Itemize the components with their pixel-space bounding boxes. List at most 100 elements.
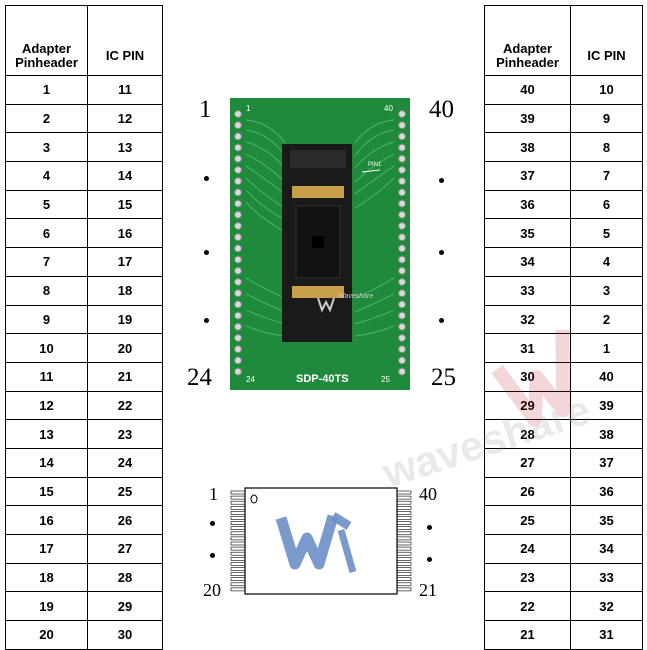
pin-hole <box>234 110 242 118</box>
right-header-adapter: Adapter Pinheader <box>484 5 571 76</box>
left-ic-pin-cell: 16 <box>87 218 163 249</box>
right-adapter-pin-cell: 30 <box>484 361 571 392</box>
chip-label-1: 1 <box>209 484 218 504</box>
chip-lead <box>396 490 412 495</box>
left-adapter-pin-cell: 4 <box>5 161 88 191</box>
adapter-label-40: 40 <box>429 96 454 123</box>
left-adapter-pin-cell: 14 <box>5 447 88 478</box>
right-ic-pin-cell: 4 <box>570 247 643 277</box>
pin-hole <box>234 300 242 309</box>
left-ic-pin-cell: 28 <box>87 562 163 593</box>
chip-lead <box>230 495 246 500</box>
socket-contacts <box>292 286 344 298</box>
pin-hole <box>234 356 242 365</box>
left-adapter-pin-cell: 6 <box>5 218 88 249</box>
right-adapter-pin-cell: 38 <box>484 132 571 163</box>
chip-lead <box>230 551 246 556</box>
pin-hole <box>234 322 242 331</box>
pin-hole <box>234 132 242 141</box>
right-adapter-pin-cell: 25 <box>484 505 571 535</box>
pin-hole <box>234 311 242 320</box>
pin-hole <box>234 199 242 208</box>
pin-hole <box>234 255 242 264</box>
chip-lead <box>396 511 412 515</box>
pin-hole <box>398 233 406 242</box>
right-adapter-pin-cell: 31 <box>484 333 571 363</box>
pcb-pin25-label: 25 <box>381 375 390 384</box>
chip-lead <box>230 582 246 587</box>
chip-lead <box>230 526 246 531</box>
left-adapter-pin-cell: 3 <box>5 132 88 163</box>
pin-hole <box>398 222 406 230</box>
pin-header-rows <box>234 110 406 376</box>
ellipsis-dot <box>204 250 209 255</box>
chip-lead <box>396 526 412 531</box>
left-ic-pin-cell: 15 <box>87 189 163 220</box>
adapter-board: PIN1 Waveshare 1 40 24 25 SDP-40TS <box>230 98 410 390</box>
pin-hole <box>234 244 242 253</box>
chip-lead <box>230 562 246 566</box>
adapter-label-24: 24 <box>187 364 212 391</box>
right-ic-pin-cell: 7 <box>570 161 643 191</box>
right-ic-pin-cell: 38 <box>570 419 643 449</box>
ellipsis-dot <box>439 318 444 323</box>
pin-hole <box>398 244 406 253</box>
left-adapter-pin-cell: 5 <box>5 189 88 220</box>
pin-hole <box>398 210 406 219</box>
right-adapter-pin-cell: 23 <box>484 562 571 593</box>
right-ic-pin-cell: 2 <box>570 304 643 335</box>
chip-lead <box>396 562 412 566</box>
pin-hole <box>398 199 406 208</box>
left-ic-pin-cell: 22 <box>87 390 163 421</box>
right-ic-pin-cell: 32 <box>570 591 643 622</box>
right-ic-pin-cell: 36 <box>570 476 643 507</box>
chip-label-40: 40 <box>419 484 437 504</box>
right-ic-pin-cell: 33 <box>570 562 643 593</box>
pin-hole <box>398 289 406 298</box>
left-adapter-pin-cell: 13 <box>5 419 88 449</box>
pin-hole <box>398 121 406 130</box>
left-ic-pin-cell: 11 <box>87 75 163 105</box>
right-adapter-pin-cell: 21 <box>484 620 571 650</box>
chip-lead <box>396 546 412 551</box>
right-ic-pin-cell: 10 <box>570 75 643 105</box>
right-adapter-pin-cell: 34 <box>484 247 571 277</box>
pin-hole <box>398 143 406 152</box>
right-ic-pin-cell: 31 <box>570 620 643 650</box>
left-header-ic: IC PIN <box>87 5 163 76</box>
chip-lead <box>396 536 412 541</box>
chip-lead <box>396 505 412 510</box>
pin-hole <box>234 154 242 163</box>
chip-lead <box>230 531 246 536</box>
pin-hole <box>234 121 242 130</box>
adapter-label-25: 25 <box>431 364 456 391</box>
pin-hole <box>234 289 242 298</box>
left-ic-pin-cell: 23 <box>87 419 163 449</box>
chip-lead <box>396 572 412 576</box>
chip-label-21: 21 <box>419 580 437 600</box>
left-adapter-pin-cell: 1 <box>5 75 88 105</box>
pin-hole <box>398 345 406 354</box>
left-ic-pin-cell: 17 <box>87 247 163 277</box>
chip-lead <box>230 500 246 505</box>
right-adapter-pin-cell: 33 <box>484 275 571 306</box>
left-ic-pin-cell: 14 <box>87 161 163 191</box>
pcb-pin40-label: 40 <box>384 104 393 113</box>
right-adapter-pin-cell: 35 <box>484 218 571 249</box>
